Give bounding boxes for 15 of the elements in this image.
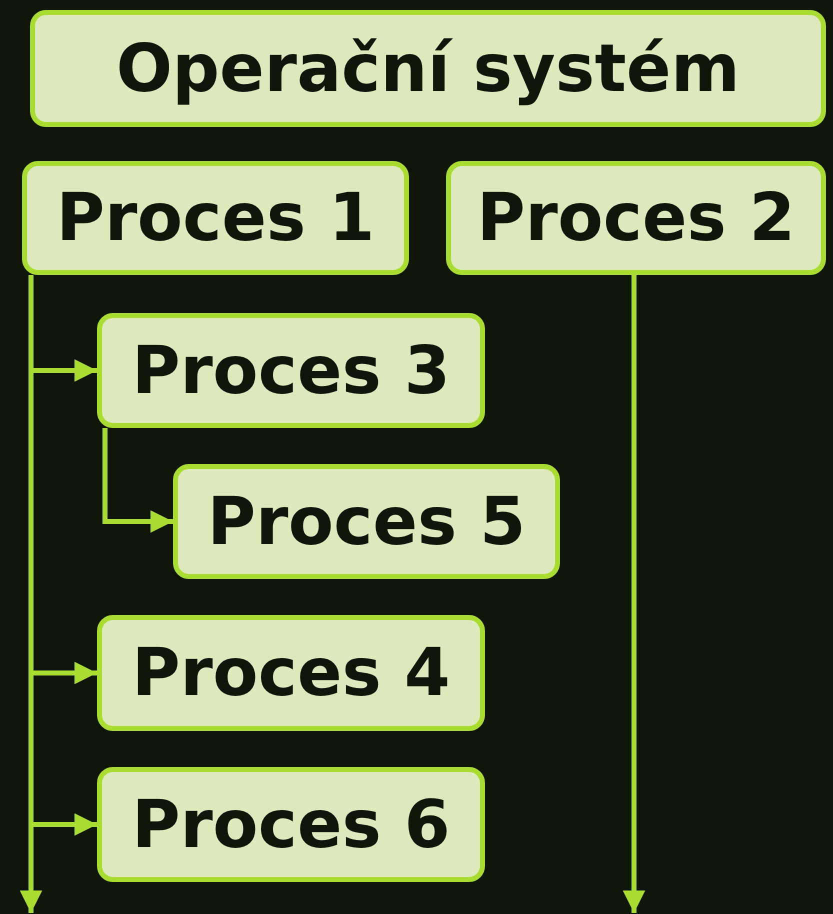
node-label: Proces 2 — [476, 185, 796, 251]
process-box — [97, 313, 485, 428]
process-box — [446, 161, 826, 275]
process-box — [97, 615, 485, 731]
node-label: Proces 3 — [132, 338, 450, 404]
arrow — [622, 275, 646, 913]
node-label: Proces 4 — [132, 640, 450, 706]
node-label: Proces 1 — [56, 185, 375, 251]
arrow — [102, 428, 173, 533]
process-box — [173, 464, 560, 579]
process-box — [22, 161, 409, 275]
node-label: Proces 5 — [207, 488, 526, 554]
process-box — [97, 767, 485, 882]
node-label: Proces 6 — [132, 792, 450, 858]
system-box — [30, 10, 826, 127]
